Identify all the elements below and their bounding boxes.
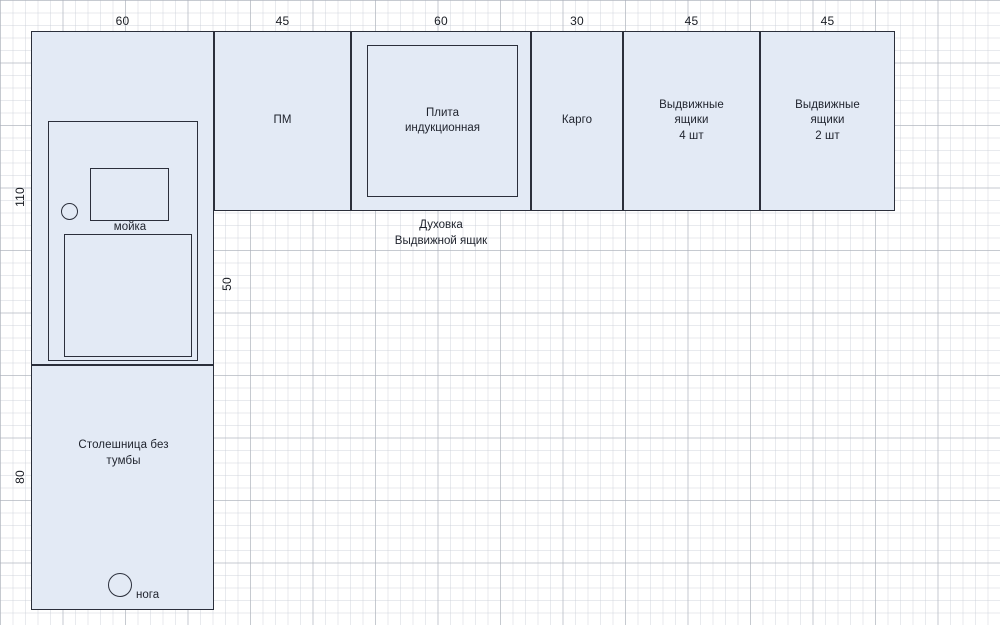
dimension-label-60-stove: 60 <box>434 14 448 28</box>
dimension-label-110-sink-height: 110 <box>13 187 27 207</box>
dimension-label-60-sink: 60 <box>115 14 130 28</box>
dimension-label-45-drawers-4: 45 <box>684 14 699 28</box>
countertop-no-base[interactable]: Столешница без тумбы <box>31 365 214 610</box>
cabinet-drawers-4[interactable]: Выдвижные ящики 4 шт <box>623 31 760 211</box>
oven-note-label: Духовка Выдвижной ящик <box>394 219 488 247</box>
cabinet-cargo[interactable]: Карго <box>531 31 623 211</box>
dimension-label-45-drawers-2: 45 <box>820 14 835 28</box>
leg-label: нога <box>136 589 160 601</box>
cabinet-drawers-2-label: Выдвижные ящики 2 шт <box>795 98 860 142</box>
dimension-label-30-cargo: 30 <box>570 14 584 28</box>
cabinet-dishwasher-label: ПМ <box>273 114 292 127</box>
leg-icon <box>108 573 132 597</box>
dimension-label-80-countertop-height: 80 <box>13 470 27 484</box>
sink-basin <box>90 168 169 221</box>
induction-hob-label: Плита индукционная <box>405 106 480 135</box>
faucet-hole-icon <box>61 203 78 220</box>
cabinet-dishwasher[interactable]: ПМ <box>214 31 351 211</box>
dimension-label-45-dishwasher: 45 <box>275 14 290 28</box>
cabinet-drawers-2[interactable]: Выдвижные ящики 2 шт <box>760 31 895 211</box>
sink-cabinet-door <box>64 234 192 357</box>
cabinet-drawers-4-label: Выдвижные ящики 4 шт <box>659 98 724 142</box>
induction-hob[interactable]: Плита индукционная <box>367 45 518 197</box>
cabinet-cargo-label: Карго <box>561 114 593 127</box>
countertop-no-base-label: Столешница без тумбы <box>78 439 169 467</box>
dimension-label-50-depth: 50 <box>220 277 234 291</box>
sink-label: мойка <box>113 221 147 233</box>
